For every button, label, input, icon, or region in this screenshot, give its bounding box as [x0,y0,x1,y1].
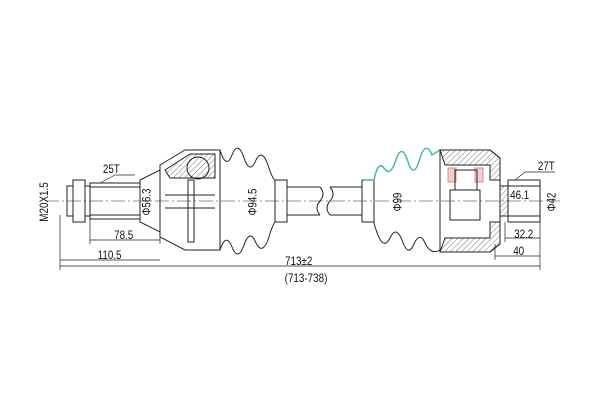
inner-joint [439,149,501,253]
outer-stub [66,179,141,223]
inner-stub-length: 40 [513,244,525,258]
shaft [274,179,375,223]
inner-spline-length: 46.1 [510,188,530,202]
overall-range: (713-738) [284,271,328,285]
inner-boot-highlight [364,147,441,181]
inner-seat-length: 32.2 [514,227,534,241]
inner-spline-label: 27T [537,159,555,173]
inner-stub-diameter: Φ42 [544,192,559,212]
outer-joint [139,149,221,251]
outer-spline-length: 78.5 [114,228,134,242]
outer-seat-diameter: Φ56.3 [139,188,154,216]
outer-boot-diameter: Φ94.5 [245,188,260,216]
inner-boot-diameter: Φ99 [390,192,405,212]
outer-stub-length: 110.5 [97,248,122,262]
outer-spline-label: 25T [102,162,120,176]
inner-stub [499,179,541,223]
overall-length: 713±2 [284,254,313,268]
dimension-lines [59,171,555,270]
inner-boot [373,147,441,253]
thread-label: M20X1.5 [37,182,52,222]
